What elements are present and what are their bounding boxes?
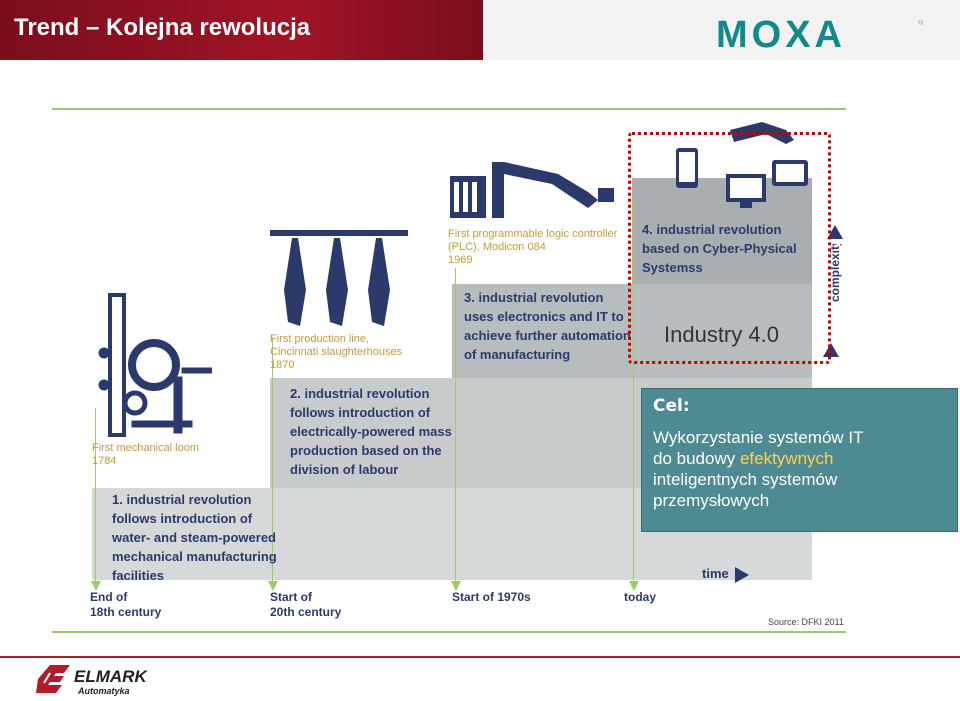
revolution-line: follows introduction of [290, 405, 431, 420]
revolution-line: based on Cyber-Physical [642, 241, 797, 256]
timeline-line-4 [633, 198, 634, 588]
complexity-bottom-arrow-icon [823, 343, 839, 357]
elmark-brand: ELMARK [74, 667, 147, 686]
revolution-1-text: 1. industrial revolution follows introdu… [112, 490, 277, 585]
complexity-axis-label: complexity [828, 244, 842, 302]
slide-title: Trend – Kolejna rewolucja [14, 14, 311, 41]
timeline-line-1 [95, 408, 96, 588]
x-label-line: 20th century [270, 605, 342, 619]
revolution-line: uses electronics and IT to [464, 309, 624, 324]
plc-robot-arm-icon [450, 162, 614, 218]
header-logo-area [483, 0, 960, 60]
revolution-3-text: 3. industrial revolution uses electronic… [464, 288, 631, 364]
revolution-line: facilities [112, 568, 165, 583]
revolution-heading: 4. industrial revolution [642, 222, 782, 237]
caption-line: 1870 [270, 359, 295, 371]
caption-line: (PLC), Modicon 084 [448, 241, 546, 253]
revolution-heading: 2. industrial revolution [290, 386, 430, 401]
caption-line: First programmable logic controller [448, 228, 618, 240]
footer-rule [0, 656, 960, 658]
industry40-label: Industry 4.0 [664, 322, 779, 347]
goal-line-2-plain: do budowy [653, 449, 740, 468]
caption-line: First production line, [270, 333, 370, 345]
elmark-subtitle: Automatyka [78, 686, 130, 696]
title-bar [0, 0, 483, 60]
revolution-line: Systemss [642, 260, 703, 275]
timeline-line-3 [455, 268, 456, 588]
x-label-line: 18th century [90, 605, 162, 619]
plc-caption: First programmable logic controller (PLC… [448, 228, 617, 267]
caption-line: 1969 [448, 254, 473, 266]
revolution-4-text: 4. industrial revolution based on Cyber-… [642, 220, 797, 277]
timeline-arrow-1 [91, 581, 101, 591]
x-label-line: Start of 1970s [452, 590, 531, 604]
revolution-line: follows introduction of [112, 511, 253, 526]
moxa-logo: MOXA [716, 14, 846, 56]
revolution-heading: 3. industrial revolution [464, 290, 604, 305]
goal-line-2: do budowy efektywnych [653, 448, 953, 469]
revolution-2-text: 2. industrial revolution follows introdu… [290, 384, 452, 479]
production-line-icon [270, 230, 408, 326]
goal-line-4: przemysłowych [653, 491, 770, 510]
cyber-physical-devices-icon [676, 122, 808, 208]
caption-line: Cincinnati slaughterhouses [270, 346, 403, 358]
infographic-top-rule [52, 108, 846, 110]
caption-line: 1784 [92, 455, 117, 467]
x-label-line: End of [90, 590, 128, 604]
revolution-line: achieve further automation [464, 328, 631, 343]
complexity-up-arrow-icon [827, 225, 843, 239]
goal-line-3: inteligentnych systemów [653, 470, 838, 489]
goal-text: Wykorzystanie systemów IT do budowy efek… [653, 427, 953, 511]
x-label-2: Start of 20th century [270, 590, 341, 620]
x-label-4: today [624, 590, 656, 605]
x-label-line: Start of [270, 590, 312, 604]
revolution-heading: 1. industrial revolution [112, 492, 252, 507]
goal-box [641, 388, 958, 532]
x-label-3: Start of 1970s [452, 590, 531, 605]
revolution-line: of manufacturing [464, 347, 571, 362]
mechanical-loom-icon [98, 293, 212, 437]
x-label-line: today [624, 590, 657, 604]
band-4 [632, 178, 812, 284]
infographic-bottom-rule [52, 631, 846, 633]
goal-highlight: efektywnych [739, 449, 834, 468]
revolution-line: mechanical manufacturing [112, 549, 277, 564]
timeline-arrow-4 [629, 581, 639, 591]
goal-line-1: Wykorzystanie systemów IT [653, 428, 864, 447]
time-arrow-icon [735, 567, 749, 583]
timeline-arrow-3 [451, 581, 461, 591]
moxa-registered-mark: ® [918, 20, 924, 27]
revolution-line: electrically-powered mass [290, 424, 452, 439]
timeline-line-2 [272, 338, 273, 588]
loom-caption: First mechanical loom 1784 [92, 442, 199, 468]
elmark-e-mark-icon [36, 665, 70, 693]
industry40-highlight-frame [628, 132, 831, 364]
goal-title: Cel: [653, 396, 690, 416]
time-axis-label: time [702, 566, 729, 581]
revolution-line: division of labour [290, 462, 399, 477]
revolution-line: water- and steam-powered [112, 530, 276, 545]
timeline-arrow-2 [268, 581, 278, 591]
caption-line: First mechanical loom [92, 442, 199, 454]
x-label-1: End of 18th century [90, 590, 161, 620]
source-note: Source: DFKI 2011 [768, 617, 844, 627]
revolution-line: production based on the [290, 443, 442, 458]
svg-text:complexity: complexity [828, 244, 842, 302]
production-line-caption: First production line, Cincinnati slaugh… [270, 333, 402, 372]
